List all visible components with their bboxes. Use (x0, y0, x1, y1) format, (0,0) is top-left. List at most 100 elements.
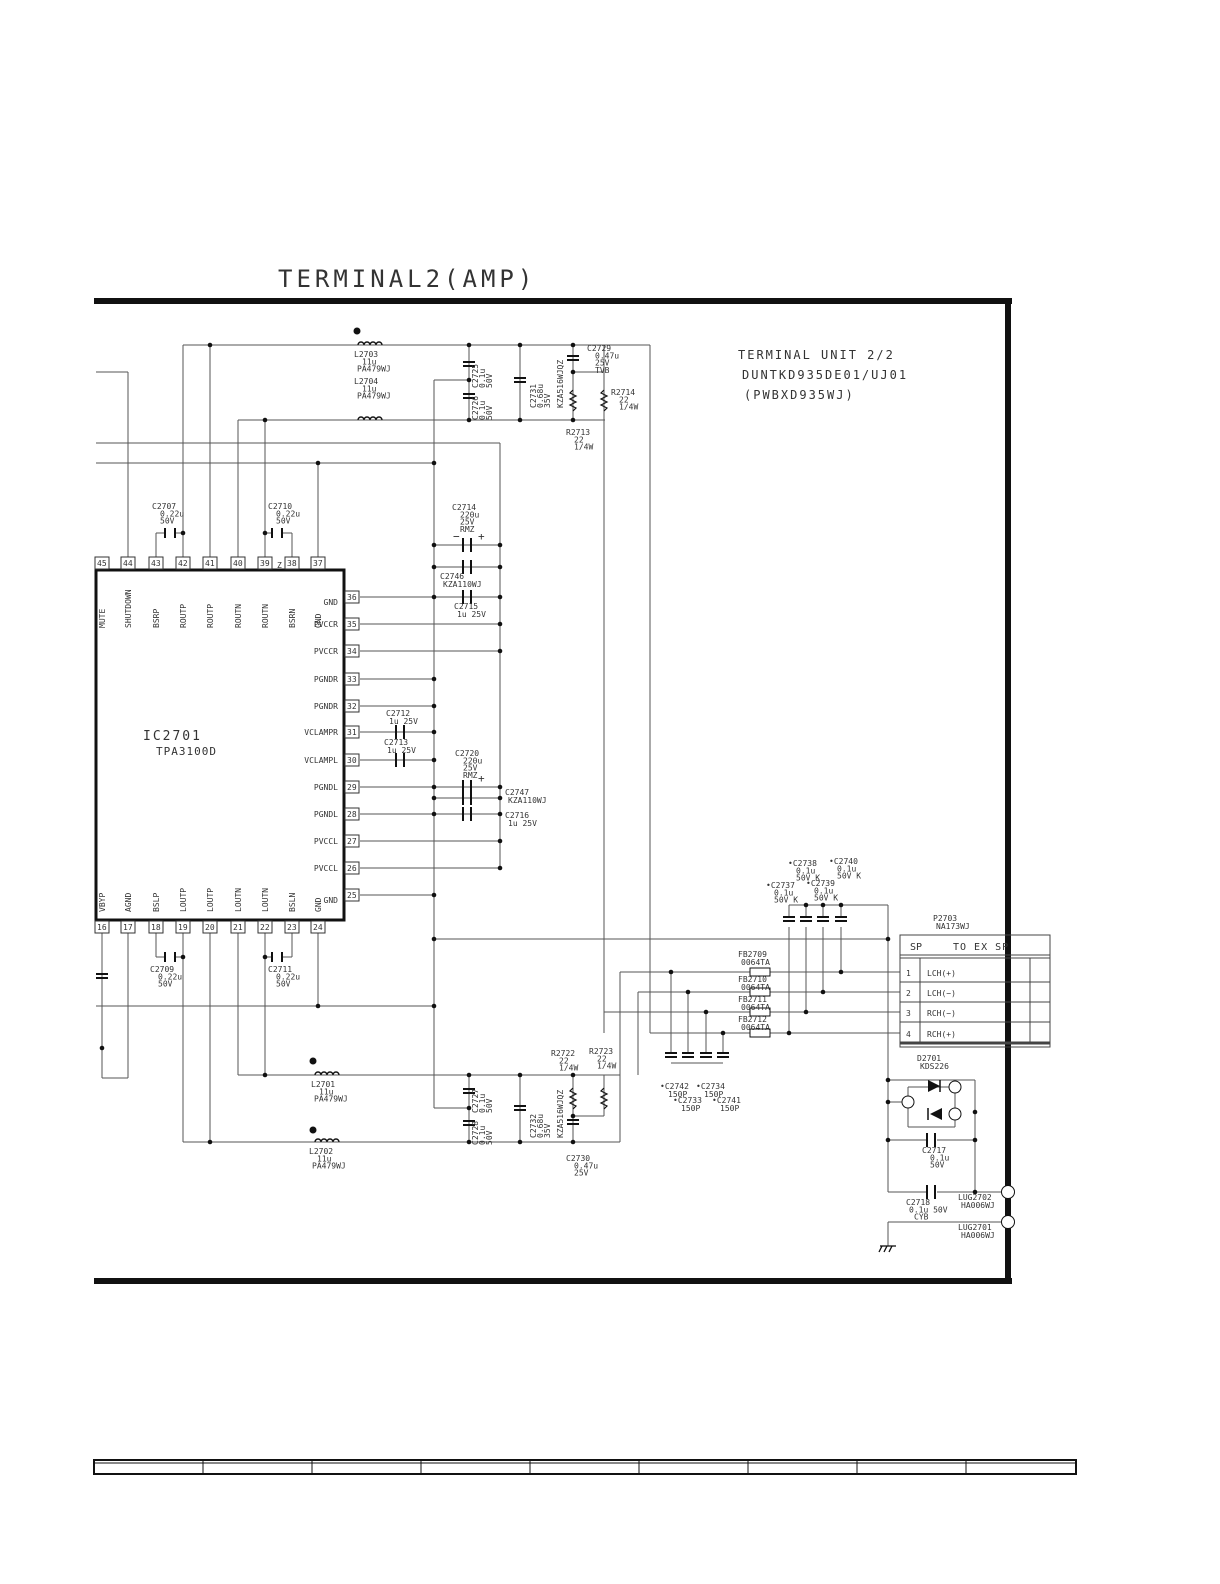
label-line: L2701 (311, 1080, 335, 1089)
ic-pin-number: 28 (347, 810, 357, 819)
unit-info-1: TERMINAL UNIT 2/2 (738, 348, 895, 362)
label-line: LUG2702 (958, 1193, 992, 1202)
label-line: 1u 25V (389, 717, 418, 726)
ic-pin-name: LOUTN (234, 888, 243, 912)
label-line: 0.1u (478, 1126, 487, 1145)
capacitor-symbols (96, 355, 936, 1199)
label-line: C2727 (471, 1089, 480, 1113)
label-line: 1/4W (619, 403, 638, 412)
label-line: 0.47u (574, 1161, 598, 1170)
ic-pin-name: PVCCR (314, 647, 338, 656)
label-line: PA479WJ (357, 392, 391, 401)
ic-pin-name: PVCCL (314, 837, 338, 846)
board-frame (94, 298, 1012, 1284)
ic-pin-name: BSRP (152, 609, 161, 628)
ic-pin-number: 30 (347, 756, 357, 765)
resistor-symbols (568, 389, 609, 1110)
label-line: KZA110WJ (508, 796, 547, 805)
lug2701-icon (1001, 1215, 1015, 1229)
ic-pin-number: 16 (97, 923, 107, 932)
connector-pin-label: LCH(+) (927, 969, 956, 978)
ic-pin-box (148, 920, 164, 934)
pin-letter-z: Z (277, 561, 282, 570)
label-line: 50V (160, 517, 175, 526)
ic-pin-box (175, 556, 191, 570)
ic-pin-name: GND (324, 896, 339, 905)
ic-pin-name: VBYP (98, 893, 107, 912)
label-line: 0.22u (158, 972, 182, 981)
ic-pin-name: VCLAMPL (304, 756, 338, 765)
ic-pin-name: ROUTP (179, 604, 188, 628)
ic-pin-name: BSLN (288, 893, 297, 912)
label-line: FB2709 (738, 950, 767, 959)
ic-part: TPA3100D (156, 745, 217, 758)
ic-pin-number: 34 (347, 647, 357, 656)
ic-pin-number: 39 (260, 559, 270, 568)
ic-pin-number: 40 (233, 559, 243, 568)
label-line: RMZ (463, 771, 478, 780)
label-line: 0.1u (814, 886, 833, 895)
ic-pin-box (94, 556, 110, 570)
connector-pin-number: 2 (906, 989, 911, 998)
label-line: D2701 (917, 1054, 941, 1063)
label-line: 11u (362, 384, 377, 393)
label-line: 0.1u (774, 888, 793, 897)
label-line: C2716 (505, 811, 529, 820)
label-line: C2718 (906, 1198, 930, 1207)
ic-pin-number: 43 (151, 559, 161, 568)
ic-pin-number: 26 (347, 864, 357, 873)
label-line: CYB (914, 1213, 929, 1222)
unit-info-3: (PWBXD935WJ) (744, 388, 855, 402)
label-line: 0.1u 50V (909, 1205, 948, 1214)
ic-pin-box (120, 920, 136, 934)
resistor-r2713 (568, 389, 578, 412)
ic-pin-number: 17 (123, 923, 133, 932)
label-line: C2715 (454, 602, 478, 611)
ic-pin-name: PGNDL (314, 810, 338, 819)
ic-pin-number: 35 (347, 620, 357, 629)
label-line: 25V (463, 764, 478, 773)
label-line: 25V (595, 359, 610, 368)
label-line: C2711 (268, 965, 292, 974)
label-line: •C2741 (712, 1096, 741, 1105)
label-line: C2713 (384, 738, 408, 747)
ic-pin-box (148, 556, 164, 570)
ic-pin-box (120, 556, 136, 570)
ic-pin-name: GND (314, 613, 323, 628)
label-line: •C2739 (806, 879, 835, 888)
label-line: 0.22u (276, 509, 300, 518)
label-line: 50V (485, 373, 494, 388)
ic-pin-box (344, 699, 360, 713)
label-line: 220u (463, 756, 482, 765)
label-line: 25V (574, 1169, 589, 1178)
ic-pin-number: 21 (233, 923, 243, 932)
label-line: RMZ (460, 525, 475, 534)
label-line: 25V (460, 518, 475, 527)
ic-pin-number: 25 (347, 891, 357, 900)
ground-icon (878, 1245, 896, 1253)
ic-pin-name: AGND (124, 893, 133, 912)
ic-pin-number: 45 (97, 559, 107, 568)
ic-pin-number: 18 (151, 923, 161, 932)
label-line: 1/4W (574, 443, 593, 452)
label-line: •C2738 (788, 859, 817, 868)
ic-pin-name: LOUTP (206, 888, 215, 912)
label-line: 22 (619, 395, 629, 404)
connector-header-left: SP (910, 942, 922, 953)
